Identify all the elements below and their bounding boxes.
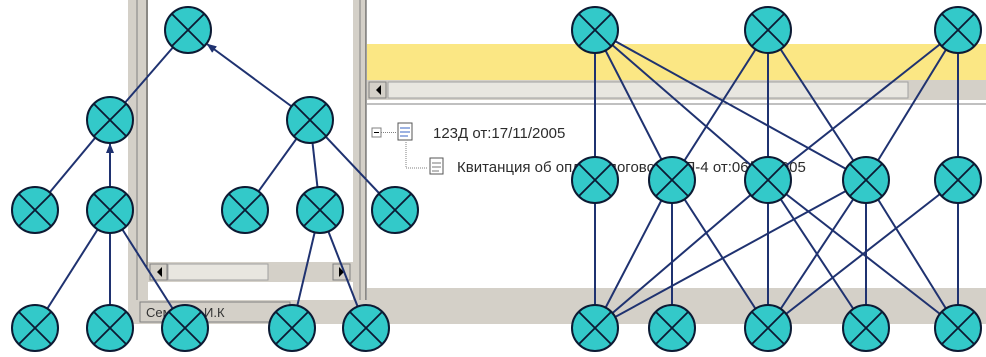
node-b5 bbox=[934, 304, 982, 352]
diagram-edge bbox=[594, 179, 769, 329]
node-lm-leaf-2 bbox=[86, 304, 134, 352]
diagram-edge bbox=[767, 179, 959, 329]
node-m1 bbox=[571, 156, 619, 204]
diagram-edge bbox=[767, 29, 867, 181]
node-ll-leaf bbox=[11, 186, 59, 234]
node-b2 bbox=[648, 304, 696, 352]
receipt-doc-icon bbox=[429, 157, 444, 175]
contract-doc-icon bbox=[397, 122, 413, 141]
scroll-thumb[interactable] bbox=[167, 263, 269, 281]
diagram-nodes bbox=[11, 6, 982, 352]
bottom-scroll-area bbox=[367, 288, 986, 300]
node-right-child bbox=[286, 96, 334, 144]
arrow-right-icon bbox=[339, 267, 344, 277]
node-t3 bbox=[934, 6, 982, 54]
diagram-edge bbox=[865, 179, 959, 329]
node-lm-leaf-1 bbox=[11, 304, 59, 352]
node-rm-node bbox=[296, 186, 344, 234]
node-b3 bbox=[744, 304, 792, 352]
diagram-edge bbox=[594, 29, 769, 181]
node-m3 bbox=[744, 156, 792, 204]
node-t2 bbox=[744, 6, 792, 54]
diagram-edge bbox=[594, 29, 673, 181]
top-right-pane bbox=[367, 0, 986, 44]
arrow-left-icon bbox=[376, 85, 381, 95]
node-lm-node bbox=[86, 186, 134, 234]
diagram-edge bbox=[594, 179, 673, 329]
diagram-edge bbox=[594, 29, 867, 181]
tree-item-label[interactable]: 123Д от:17/11/2005 bbox=[433, 125, 565, 142]
node-rl-leaf bbox=[221, 186, 269, 234]
diagram-edge bbox=[671, 29, 769, 181]
diagram-edge bbox=[671, 179, 769, 329]
node-t1 bbox=[571, 6, 619, 54]
diagram-edge bbox=[594, 179, 867, 329]
node-m4 bbox=[842, 156, 890, 204]
node-left-child bbox=[86, 96, 134, 144]
node-m5 bbox=[934, 156, 982, 204]
tree-item-label[interactable]: Квитанция об оплате договора КП-4 от:06/… bbox=[457, 159, 806, 176]
node-b4 bbox=[842, 304, 890, 352]
node-rm-leaf-2 bbox=[342, 304, 390, 352]
node-rr-leaf bbox=[371, 186, 419, 234]
node-m2 bbox=[648, 156, 696, 204]
diagram-edge bbox=[767, 179, 867, 329]
node-root bbox=[164, 6, 212, 54]
window-frame-left bbox=[128, 0, 148, 320]
diagram-edges bbox=[34, 29, 959, 329]
arrow-left-icon bbox=[157, 267, 162, 277]
scroll-thumb-2[interactable] bbox=[387, 81, 909, 99]
diagram-edge bbox=[767, 29, 959, 181]
node-b1 bbox=[571, 304, 619, 352]
diagram-edge bbox=[865, 29, 959, 181]
node-lm-leaf-3 bbox=[161, 304, 209, 352]
node-rm-leaf-1 bbox=[268, 304, 316, 352]
